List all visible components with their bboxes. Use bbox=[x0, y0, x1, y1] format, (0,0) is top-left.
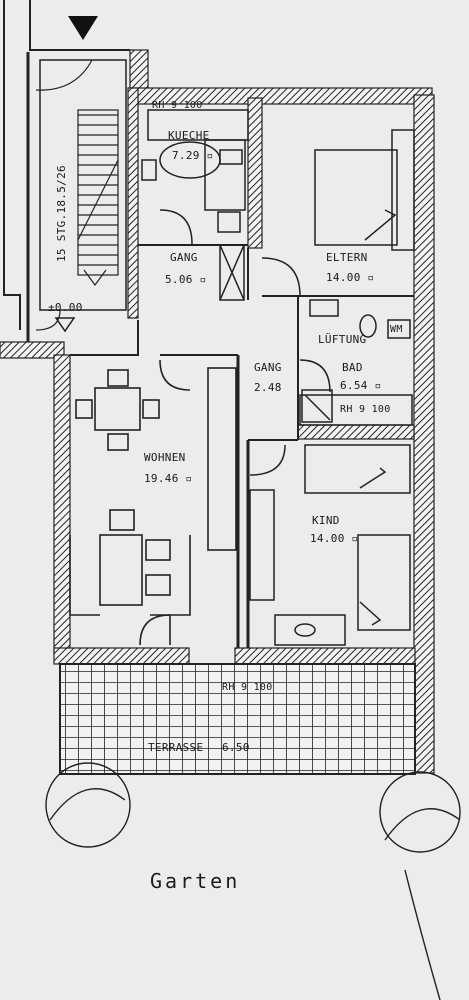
room-area-terrasse: 6.50 bbox=[222, 741, 250, 754]
stair-treads bbox=[77, 109, 119, 287]
bath-fixtures bbox=[299, 299, 413, 426]
room-name-wohnen: WOHNEN bbox=[144, 451, 186, 464]
room-area-gang-top: 5.06 ▫ bbox=[165, 273, 207, 286]
entry-arrow-icon bbox=[68, 16, 98, 40]
room-area-kind: 14.00 ▫ bbox=[310, 532, 359, 545]
room-name-kueche: KUECHE bbox=[168, 129, 210, 142]
wohnen-furniture bbox=[69, 359, 237, 646]
room-area-gang-mid: 2.48 bbox=[254, 381, 282, 394]
wm-label: WM bbox=[390, 324, 403, 335]
level-marker-icon bbox=[54, 317, 76, 333]
interior-walls bbox=[70, 244, 414, 648]
garden-shrubs bbox=[45, 762, 461, 1000]
room-area-eltern: 14.00 ▫ bbox=[326, 271, 375, 284]
room-name-kind: KIND bbox=[312, 514, 340, 527]
height-mark-terrace: RH 9 100 bbox=[222, 682, 273, 693]
terrace-floor bbox=[59, 663, 416, 775]
room-name-terrasse: TERRASSE bbox=[148, 741, 204, 754]
level-label: ±0.00 bbox=[48, 301, 83, 314]
exterior-walls bbox=[0, 49, 435, 774]
room-name-gang-top: GANG bbox=[170, 251, 198, 264]
room-name-gang-mid: GANG bbox=[254, 361, 282, 374]
room-name-lueftung: LÜFTUNG bbox=[318, 333, 367, 346]
room-area-wohnen: 19.46 ▫ bbox=[144, 472, 193, 485]
stair-label: 15 STG.18.5/26 bbox=[55, 165, 68, 262]
stairwell bbox=[3, 0, 130, 350]
room-area-bad: 6.54 ▫ bbox=[340, 379, 382, 392]
height-mark-kitchen: RH 9 100 bbox=[152, 100, 203, 111]
eltern-furniture bbox=[261, 129, 415, 297]
garden-label: Garten bbox=[150, 869, 241, 893]
room-area-kueche: 7.29 ▫ bbox=[172, 149, 214, 162]
room-name-eltern: ELTERN bbox=[326, 251, 368, 264]
kind-furniture bbox=[249, 444, 411, 646]
room-name-bad: BAD bbox=[342, 361, 363, 374]
kitchen-furniture bbox=[141, 109, 249, 301]
height-mark-bath: RH 9 100 bbox=[340, 404, 391, 415]
